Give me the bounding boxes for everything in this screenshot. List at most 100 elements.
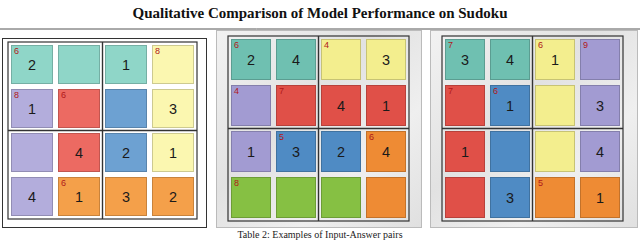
sudoku-cell: 61 — [490, 85, 530, 126]
cell-digit: 3 — [491, 190, 529, 204]
sudoku-cell — [366, 177, 406, 218]
sudoku-cell: 2 — [152, 177, 194, 216]
cell-digit: 4 — [322, 98, 360, 112]
cage-sum: 9 — [583, 41, 588, 50]
sudoku-cell — [535, 131, 575, 172]
sudoku-cell: 1 — [580, 177, 620, 218]
cell-digit: 4 — [581, 144, 619, 158]
sudoku-cell: 3 — [105, 177, 147, 216]
sudoku-cell: 6 — [58, 89, 100, 128]
sudoku-cell — [490, 131, 530, 172]
cage-sum: 5 — [279, 133, 284, 142]
sudoku-cell: 73 — [445, 39, 485, 80]
cage-sum: 4 — [324, 41, 329, 50]
block-line — [228, 128, 409, 129]
sudoku-cell: 5 — [535, 177, 575, 218]
cell-digit: 4 — [59, 145, 99, 159]
cage-sum: 6 — [493, 87, 498, 96]
grid-border — [228, 36, 409, 221]
cell-digit: 3 — [106, 189, 146, 203]
sudoku-cell: 64 — [366, 131, 406, 172]
cage-sum: 4 — [234, 87, 239, 96]
grid-border — [442, 36, 623, 221]
cell-digit: 4 — [367, 144, 405, 158]
cage-sum: 6 — [369, 133, 374, 142]
cell-digit: 1 — [153, 145, 193, 159]
cell-digit: 2 — [322, 144, 360, 158]
cell-digit: 4 — [277, 52, 315, 66]
sudoku-cell: 2 — [321, 131, 361, 172]
table-caption: Table 2: Examples of Input-Answer pairs — [0, 229, 640, 240]
sudoku-cell: 4 — [490, 39, 530, 80]
cage-sum: 8 — [234, 179, 239, 188]
cell-digit: 3 — [367, 52, 405, 66]
cell-digit: 1 — [581, 190, 619, 204]
sudoku-cell — [58, 45, 100, 84]
cell-digit: 1 — [59, 189, 99, 203]
cage-sum: 8 — [14, 91, 19, 100]
figure-title: Qualitative Comparison of Model Performa… — [0, 5, 640, 22]
sudoku-cell — [276, 177, 316, 218]
sudoku-cell: 4 — [276, 39, 316, 80]
sudoku-cell: 4 — [58, 133, 100, 172]
sudoku-cell: 62 — [231, 39, 271, 80]
sudoku-cell: 81 — [11, 89, 53, 128]
cell-digit: 3 — [581, 98, 619, 112]
sudoku-cell: 8 — [152, 45, 194, 84]
sudoku-cell: 1 — [231, 131, 271, 172]
cage-sum: 6 — [234, 41, 239, 50]
cell-digit: 2 — [12, 57, 52, 71]
sudoku-cell: 4 — [321, 39, 361, 80]
cage-sum: 6 — [14, 47, 19, 56]
cage-sum: 7 — [448, 87, 453, 96]
block-line — [442, 128, 623, 129]
sudoku-cell: 1 — [152, 133, 194, 172]
cage-sum: 7 — [279, 87, 284, 96]
cage-sum: 6 — [61, 179, 66, 188]
sudoku-cell: 9 — [580, 39, 620, 80]
sudoku-cell — [535, 85, 575, 126]
sudoku-cell: 4 — [580, 131, 620, 172]
cell-digit: 1 — [106, 57, 146, 71]
cage-sum: 6 — [538, 41, 543, 50]
cell-digit: 1 — [232, 144, 270, 158]
cage-sum: 6 — [61, 91, 66, 100]
sudoku-cell: 53 — [276, 131, 316, 172]
title-rule — [0, 29, 640, 30]
sudoku-cell: 8 — [231, 177, 271, 218]
sudoku-cell: 4 — [11, 177, 53, 216]
sudoku-cell: 4 — [321, 85, 361, 126]
cell-digit: 4 — [491, 52, 529, 66]
cage-sum: 7 — [448, 41, 453, 50]
cage-sum: 5 — [538, 179, 543, 188]
sudoku-cell: 1 — [445, 131, 485, 172]
sudoku-cell: 1 — [105, 45, 147, 84]
cell-digit: 1 — [491, 98, 529, 112]
sudoku-cell: 3 — [366, 39, 406, 80]
sudoku-cell: 62 — [11, 45, 53, 84]
cell-digit: 2 — [153, 189, 193, 203]
sudoku-cell — [445, 177, 485, 218]
grid-border — [8, 42, 197, 219]
sudoku-cell: 4 — [231, 85, 271, 126]
sudoku-cell: 7 — [276, 85, 316, 126]
sudoku-cell: 3 — [152, 89, 194, 128]
sudoku-cell — [11, 133, 53, 172]
sudoku-cell: 1 — [366, 85, 406, 126]
sudoku-cell — [321, 177, 361, 218]
sudoku-cell: 3 — [490, 177, 530, 218]
sudoku-cell: 7 — [445, 85, 485, 126]
cell-digit: 2 — [232, 52, 270, 66]
cell-digit: 3 — [446, 52, 484, 66]
cell-digit: 1 — [446, 144, 484, 158]
cell-digit: 3 — [153, 101, 193, 115]
cell-digit: 1 — [12, 101, 52, 115]
sudoku-cell — [105, 89, 147, 128]
sudoku-cell: 61 — [58, 177, 100, 216]
cell-digit: 1 — [367, 98, 405, 112]
sudoku-cell: 61 — [535, 39, 575, 80]
block-line — [8, 130, 197, 131]
sudoku-cell: 2 — [105, 133, 147, 172]
sudoku-cell: 3 — [580, 85, 620, 126]
cell-digit: 1 — [536, 52, 574, 66]
